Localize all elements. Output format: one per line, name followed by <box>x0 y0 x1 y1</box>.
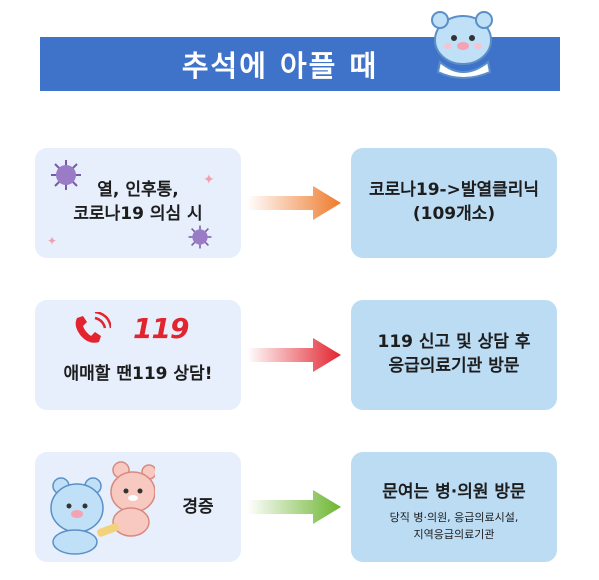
action-label-line2: (109개소) <box>412 204 496 224</box>
symptom-label-line1: 열, 인후통, <box>97 180 179 200</box>
badge-119: 119 <box>133 312 189 345</box>
arrow-icon <box>247 490 341 524</box>
symptom-label-line1: 애매할 땐119 상담! <box>63 364 213 384</box>
virus-icon <box>188 225 212 249</box>
virus-icon <box>51 160 81 190</box>
action-label-line1: 문여는 병·의원 방문 <box>382 482 526 502</box>
action-sublabel-line2: 지역응급의료기관 <box>413 528 495 541</box>
action-box-mild: 문여는 병·의원 방문 당직 병·의원, 응급의료시설, 지역응급의료기관 <box>351 452 557 562</box>
bear-mascot-icon <box>431 11 493 79</box>
star-icon: ✦ <box>47 234 58 248</box>
star-icon: ✦ <box>203 172 215 188</box>
row-fever: ✦ ✦ 열, 인후통, 코로나19 의심 시 코로나19->발열클리닉 (109… <box>0 148 599 258</box>
action-box-fever: 코로나19->발열클리닉 (109개소) <box>351 148 557 258</box>
symptom-box-fever: ✦ ✦ 열, 인후통, 코로나19 의심 시 <box>35 148 241 258</box>
symptom-label-line2: 코로나19 의심 시 <box>73 204 203 224</box>
action-label-line2: 응급의료기관 방문 <box>388 356 520 376</box>
arrow-icon <box>247 186 341 220</box>
page-title: 추석에 아플 때 <box>181 49 379 83</box>
bear-duo-icon <box>50 461 155 555</box>
phone-icon <box>75 312 111 343</box>
action-box-emergency: 119 신고 및 상담 후 응급의료기관 방문 <box>351 300 557 410</box>
row-mild: 경증 문여는 병·의원 방문 당직 병·의원, 응급의료시설, 지역응급의료기관 <box>0 452 599 562</box>
row-emergency: 119 애매할 땐119 상담! 119 신고 및 상담 후 응급의료기관 방문 <box>0 300 599 410</box>
action-label-line1: 119 신고 및 상담 후 <box>377 332 531 352</box>
symptom-box-mild: 경증 <box>35 452 241 562</box>
arrow-icon <box>247 338 341 372</box>
action-label-line1: 코로나19->발열클리닉 <box>368 180 540 200</box>
action-sublabel-line1: 당직 병·의원, 응급의료시설, <box>389 511 519 524</box>
symptom-label-line1: 경증 <box>182 497 214 517</box>
symptom-box-emergency: 119 애매할 땐119 상담! <box>35 300 241 410</box>
